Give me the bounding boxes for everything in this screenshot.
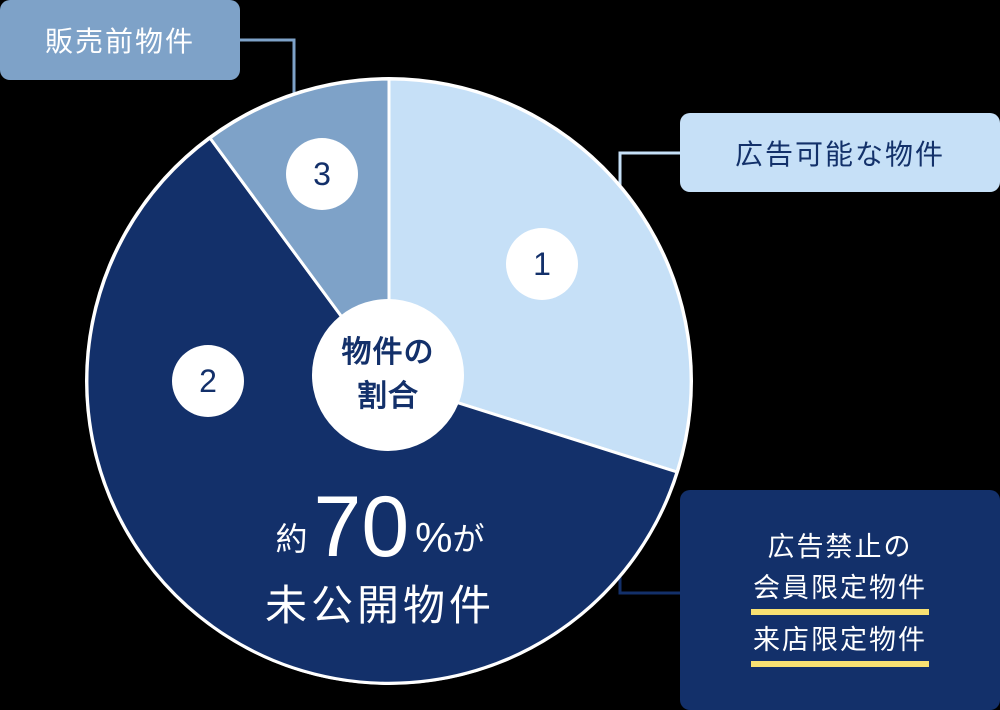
- center-title-line2: 割合: [357, 379, 419, 414]
- callout-restricted: 広告禁止の 会員限定物件 来店限定物件: [680, 490, 1000, 710]
- slice-badge-2: 2: [172, 345, 244, 417]
- badge-number: 3: [313, 155, 331, 192]
- callout-pre-sale: 販売前物件: [0, 0, 240, 80]
- headline-line2: 未公開物件: [264, 581, 495, 630]
- callout-pre-sale-label: 販売前物件: [44, 25, 195, 58]
- headline-number: 70: [313, 479, 410, 575]
- leader-line-advertisable: [618, 151, 680, 190]
- callout-restricted-members-only: 会員限定物件: [751, 569, 929, 615]
- center-title: 物件の 割合: [312, 299, 464, 451]
- leader-line-restricted: [618, 570, 680, 595]
- headline-percent: %: [415, 514, 453, 561]
- headline-prefix: 約: [275, 520, 308, 558]
- callout-advertisable: 広告可能な物件: [680, 113, 1000, 192]
- slice-badge-3: 3: [286, 138, 358, 210]
- headline-annotation: 約 70 % が 未公開物件: [230, 470, 530, 633]
- callout-restricted-line1: 広告禁止の: [767, 532, 913, 563]
- slice-badge-1: 1: [506, 228, 578, 300]
- callout-restricted-in-store-only: 来店限定物件: [751, 621, 929, 667]
- badge-number: 1: [533, 245, 551, 282]
- callout-advertisable-label: 広告可能な物件: [734, 137, 945, 171]
- badge-number: 2: [199, 362, 217, 399]
- headline-suffix: が: [452, 520, 485, 558]
- center-title-line1: 物件の: [341, 335, 435, 370]
- leader-line-pre-sale: [240, 38, 296, 96]
